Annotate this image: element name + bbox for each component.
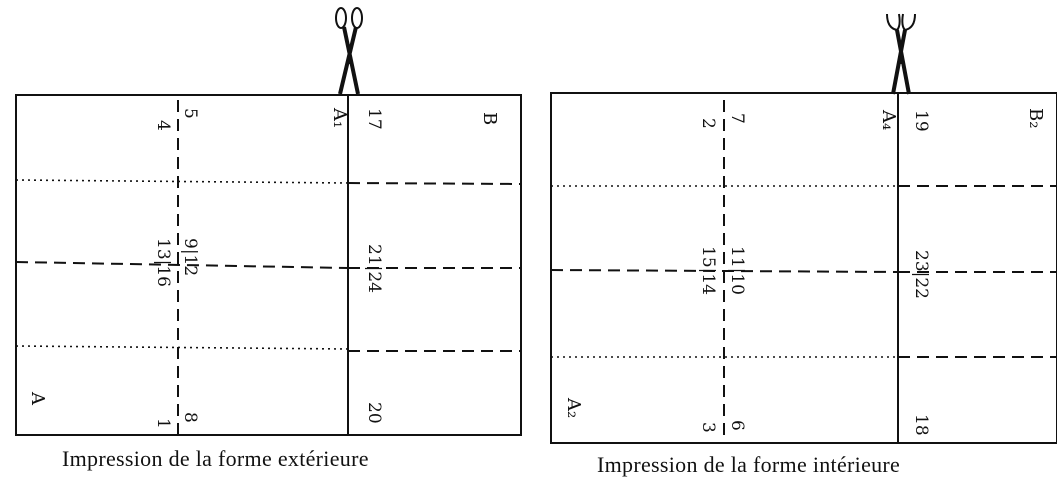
page-number: 18 (911, 414, 931, 436)
sheet-label: B₂ (1025, 108, 1046, 128)
trim-line-top (15, 179, 349, 184)
page-number: 2 (698, 118, 718, 129)
sheet-interieure: 2 7 15|14 11|10 3 6 A₄ A₂ B₂ 19 23|22 18 (550, 13, 1057, 444)
fold-line-right-top (347, 182, 522, 185)
sheet-label: A₂ (563, 397, 584, 418)
page-number: 13|16 (153, 238, 173, 287)
page-number: 3 (698, 422, 718, 433)
page-number: 19 (911, 110, 931, 132)
page-number: 8 (180, 412, 200, 423)
page-number: 17 (364, 108, 384, 130)
page-number: 20 (364, 402, 384, 424)
scissors-icon (335, 7, 363, 95)
page-number: 9|12 (180, 238, 200, 276)
page-number: 23|22 (911, 250, 931, 299)
sheet-label: A₁ (329, 107, 350, 128)
sheet-label: A (27, 391, 48, 406)
sheet-label: B (479, 112, 500, 125)
caption-exterieure: Impression de la forme extérieure (62, 446, 369, 471)
caption-interieure: Impression de la forme intérieure (597, 452, 901, 477)
page-number: 4 (153, 120, 173, 131)
page-number: 21|24 (364, 244, 384, 293)
page-number: 11|10 (727, 246, 747, 295)
page-number: 7 (727, 113, 747, 124)
page-number: 1 (153, 418, 173, 429)
sheet-exterieure: 4 5 13|16 9|12 1 8 A₁ A B 17 21|24 20 (15, 7, 522, 436)
sheet-label: A₄ (878, 109, 899, 130)
sheet-frame (15, 94, 522, 436)
page-number: 5 (180, 108, 200, 119)
page-number: 15|14 (698, 246, 718, 295)
page-number: 6 (727, 420, 747, 431)
fold-line-horizontal (15, 261, 349, 269)
scissors-icon (886, 13, 916, 95)
sheet-frame (550, 92, 1057, 444)
trim-line-bottom (15, 345, 349, 350)
fold-line-horizontal (550, 269, 899, 273)
